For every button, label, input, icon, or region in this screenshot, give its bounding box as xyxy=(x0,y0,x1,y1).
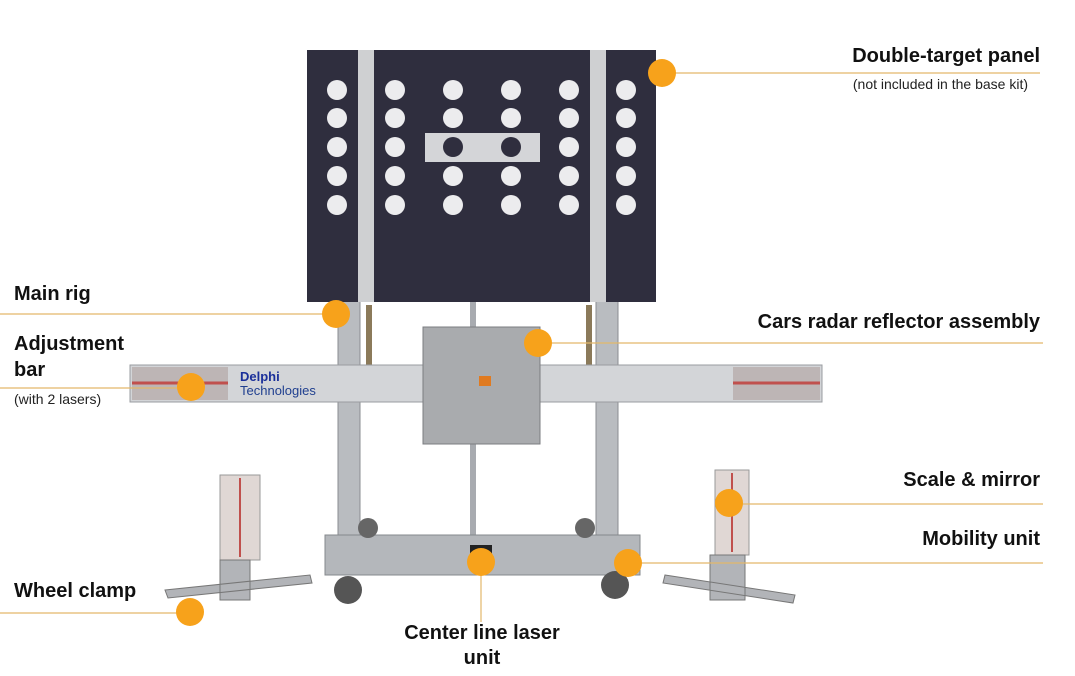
panel-center-band xyxy=(425,133,540,162)
target-circle xyxy=(443,108,463,128)
right-wheel-clamp xyxy=(662,554,796,604)
target-circle xyxy=(559,137,579,157)
target-circle xyxy=(385,137,405,157)
target-circle xyxy=(501,108,521,128)
target-circle xyxy=(443,195,463,215)
callout-dot-main-rig xyxy=(322,300,350,328)
callout-dot-radar-reflector xyxy=(524,329,552,357)
target-circle xyxy=(501,80,521,100)
label-center-line-laser-line1: Center line laser xyxy=(404,622,560,644)
callout-dot-center-line-laser xyxy=(467,548,495,576)
delphi-logo: Delphi Technologies xyxy=(240,370,316,398)
target-circle xyxy=(443,137,463,157)
reflector-knob xyxy=(479,376,491,386)
target-circle xyxy=(327,108,347,128)
target-circle xyxy=(501,166,521,186)
wheel xyxy=(334,576,362,604)
callout-dot-wheel-clamp xyxy=(176,598,204,626)
target-circle xyxy=(559,80,579,100)
target-circle xyxy=(501,137,521,157)
callout-dot-double-target-panel xyxy=(648,59,676,87)
wheel xyxy=(601,571,629,599)
callout-dot-adjustment-bar xyxy=(177,373,205,401)
panel-strip-left xyxy=(358,50,374,302)
target-circle xyxy=(616,195,636,215)
label-mobility-unit: Mobility unit xyxy=(922,528,1040,550)
target-circle xyxy=(616,108,636,128)
panel-strip-right xyxy=(590,50,606,302)
target-circle xyxy=(385,108,405,128)
left-wheel-clamp xyxy=(164,559,313,601)
label-wheel-clamp: Wheel clamp xyxy=(14,580,137,602)
target-circles xyxy=(327,80,636,215)
target-circle xyxy=(559,195,579,215)
wheel xyxy=(358,518,378,538)
note-double-target-panel: (not included in the base kit) xyxy=(852,76,1028,92)
label-center-line-laser-line2: unit xyxy=(463,647,501,669)
right-post xyxy=(595,299,619,566)
target-circle xyxy=(327,80,347,100)
label-radar-reflector: Cars radar reflector assembly xyxy=(757,311,1040,333)
target-circle xyxy=(327,166,347,186)
target-circle xyxy=(327,137,347,157)
label-double-target-panel: Double-target panel xyxy=(852,45,1040,67)
left-screw xyxy=(366,305,372,365)
target-circle xyxy=(616,137,636,157)
leader-lines xyxy=(0,72,1043,622)
wheel xyxy=(575,518,595,538)
note-adjustment-bar: (with 2 lasers) xyxy=(14,391,102,407)
target-circle xyxy=(443,166,463,186)
target-circle xyxy=(559,166,579,186)
callout-dot-mobility-unit xyxy=(614,549,642,577)
label-adjustment-bar-line1: Adjustment xyxy=(14,333,124,355)
label-adjustment-bar-line2: bar xyxy=(14,359,46,381)
target-circle xyxy=(385,80,405,100)
label-scale-mirror: Scale & mirror xyxy=(903,469,1040,491)
target-circle xyxy=(616,166,636,186)
target-circle xyxy=(616,80,636,100)
target-circle xyxy=(443,80,463,100)
label-main-rig: Main rig xyxy=(14,283,91,305)
target-circle xyxy=(501,195,521,215)
logo-line2: Technologies xyxy=(240,383,316,398)
target-circle xyxy=(385,195,405,215)
target-circle xyxy=(559,108,579,128)
logo-line1: Delphi xyxy=(240,369,280,384)
target-circle xyxy=(327,195,347,215)
target-circle xyxy=(385,166,405,186)
callout-dot-scale-mirror xyxy=(715,489,743,517)
right-screw xyxy=(586,305,592,365)
left-post xyxy=(337,299,361,566)
